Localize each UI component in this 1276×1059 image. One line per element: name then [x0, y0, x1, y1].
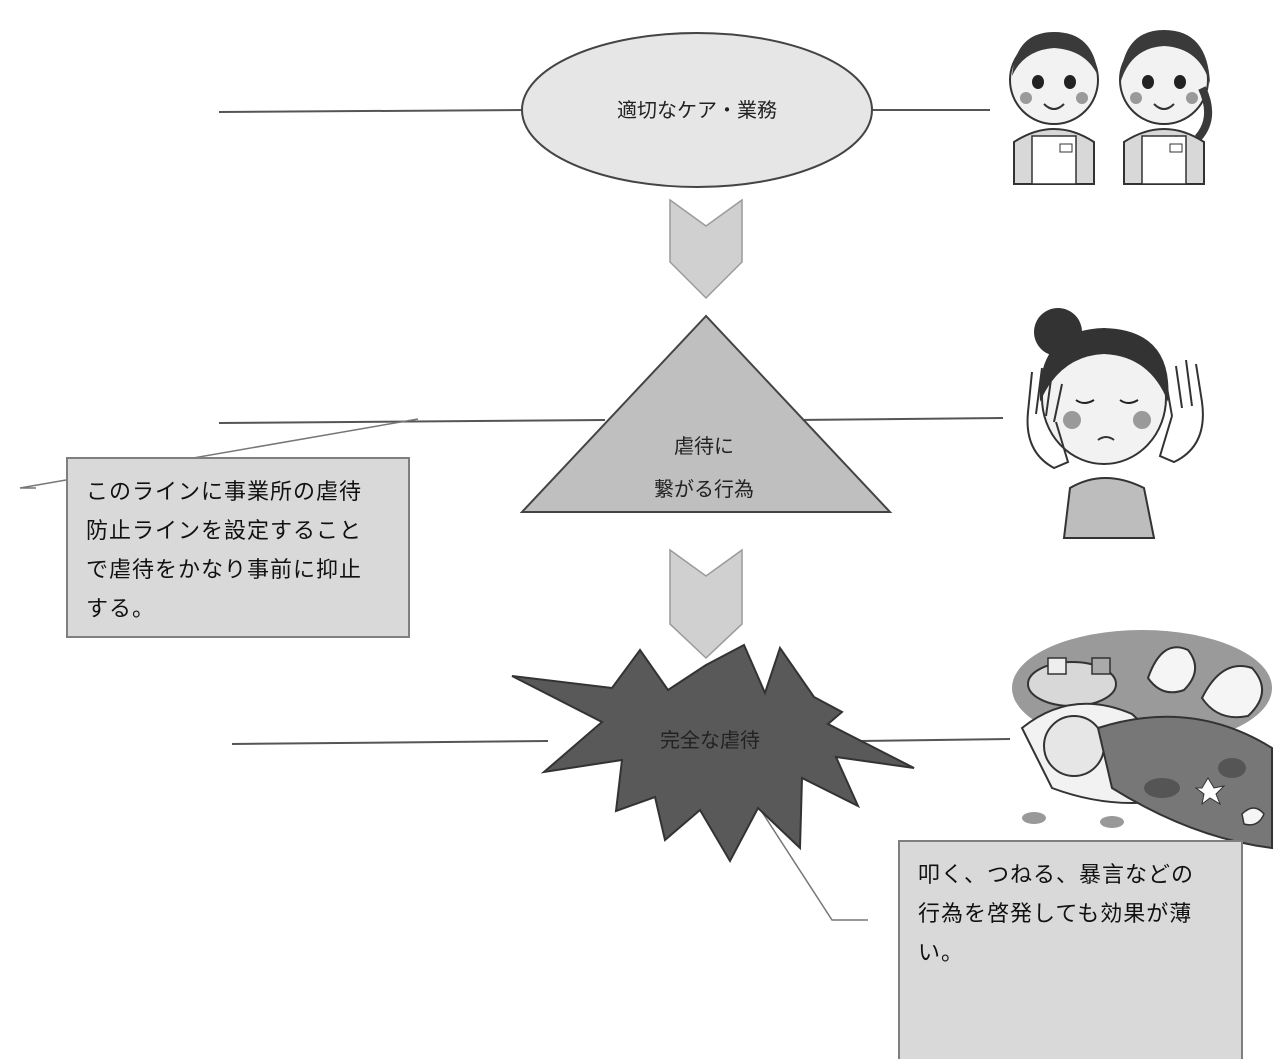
callout-right-connector	[761, 811, 868, 921]
neglected-elderly-illustration	[1012, 630, 1273, 850]
callout-prevention-line: このラインに事業所の虐待 防止ラインを設定すること で虐待をかなり事前に抑止 す…	[66, 457, 410, 638]
abuse-related-label-line2: 繋がる行為	[654, 477, 754, 501]
abuse-related-triangle	[519, 314, 893, 513]
proper-care-ellipse	[521, 32, 873, 188]
complete-abuse-starburst	[511, 643, 915, 864]
level-line-middle-right	[795, 417, 1004, 421]
troubled-woman-illustration	[1026, 308, 1204, 539]
level-line-middle-left	[218, 419, 606, 424]
callout-left-connector	[19, 418, 419, 489]
level-line-top-left	[218, 109, 525, 113]
level-line-bottom-left	[231, 740, 549, 745]
callout-ineffective-awareness: 叩く、つねる、暴言などの 行為を啓発しても効果が薄 い。	[898, 840, 1243, 1059]
level-line-bottom-right	[859, 738, 1011, 742]
abuse-related-label-line1: 虐待に	[674, 434, 734, 458]
complete-abuse-label: 完全な虐待	[660, 728, 760, 752]
down-arrow-2	[669, 548, 743, 660]
down-arrow-1	[669, 198, 743, 300]
caregivers-illustration	[1009, 30, 1212, 185]
proper-care-label: 適切なケア・業務	[617, 98, 777, 122]
